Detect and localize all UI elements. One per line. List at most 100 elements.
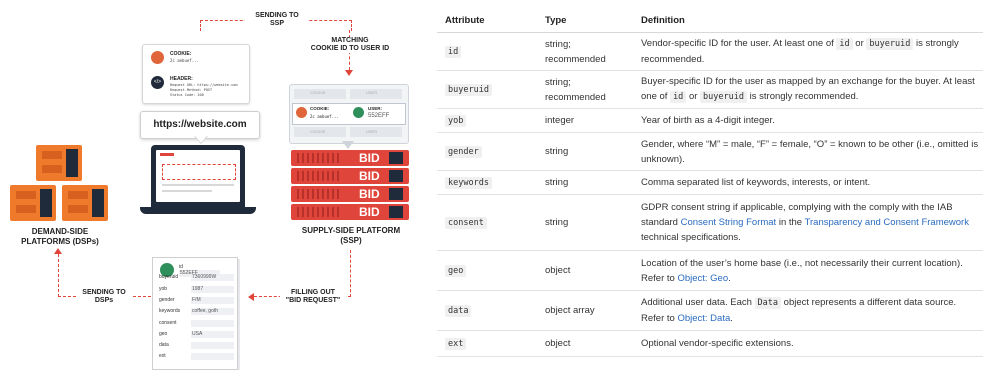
inline-code: id [836,38,853,50]
arrow-head-left [248,293,254,301]
bid-request-value: 7360999W [191,274,234,282]
cookie-icon [151,51,164,64]
dsp-servers [10,145,110,223]
cell-definition: Comma separated list of keywords, intere… [633,170,983,195]
cell-definition: Location of the user’s home base (i.e., … [633,250,983,291]
label-sending-to-ssp: SENDING TO SSP [245,12,309,28]
cell-type: string [537,170,633,195]
ssp-server-row: BID [291,186,409,202]
bid-request-value [191,342,234,350]
cell-definition: GDPR consent string if applicable, compl… [633,194,983,251]
bid-request-value [191,353,234,361]
definition-link[interactable]: Object: Geo [677,272,729,284]
ssp-server-row: BID [291,150,409,166]
bid-request-key: buyeruid [159,274,179,281]
table-header-row: Attribute Type Definition [437,8,983,33]
cell-attribute: keywords [437,170,537,195]
bid-label: BID [359,169,380,183]
cell-definition: Gender, where “M” = male, “F” = female, … [633,132,983,171]
cookie-value: 2c aebuef... [170,58,199,63]
cell-definition: Buyer-specific ID for the user as mapped… [633,70,983,109]
ssp-row-label: COOKIE [310,129,326,134]
ssp-database: COOKIE USER COOKIE: 2c aebuef... USER: 5… [289,84,409,144]
bid-request-value [191,319,234,327]
cell-definition: Additional user data. Each Data object r… [633,290,983,331]
server-icon [36,145,82,181]
bid-request-key: gender [159,296,175,303]
label-matching: MATCHING COOKIE ID TO USER ID [305,37,395,53]
cookie-icon [296,107,307,118]
bid-request-key: geo [159,330,168,337]
bid-request-value: F/M [191,296,234,304]
ssp-row-label: COOKIE [310,90,326,95]
cell-attribute: data [437,290,537,331]
label-filling-out: FILLING OUT "BID REQUEST" [280,289,346,305]
definition-link[interactable]: Consent String Format [680,217,777,228]
label-ssp: SUPPLY-SIDE PLATFORM (SSP) [301,226,401,245]
arrow-head-up [54,248,62,254]
server-icon [10,185,56,221]
user-icon [160,263,174,277]
ssp-server-row: BID [291,168,409,184]
cell-type: object [537,250,633,291]
ssp-server-row: BID [291,204,409,220]
bid-request-key: keywords [159,308,181,315]
cell-attribute: yob [437,108,537,133]
header-attribute: Attribute [437,8,537,33]
cell-definition: Optional vendor-specific extensions. [633,330,983,357]
cell-type: integer [537,108,633,133]
server-icon [62,185,108,221]
cell-attribute: consent [437,194,537,251]
bid-request-key: consent [159,319,177,326]
header-label: HEADER: [170,76,193,82]
bid-label: BID [359,187,380,201]
bid-request-value: 1987 [191,285,234,293]
cell-type: object array [537,290,633,331]
label-sending-to-dsps: SENDING TO DSPs [76,289,132,305]
bid-request-key: data [159,342,169,349]
request-card: COOKIE: 2c aebuef... </> HEADER: Request… [142,44,250,104]
header-line: Request URL: https://website.com [170,83,238,87]
cell-attribute: gender [437,132,537,171]
cell-attribute: geo [437,250,537,291]
header-definition: Definition [633,8,983,33]
cell-type: string [537,194,633,251]
cell-type: string; recommended [537,32,633,71]
user-icon [353,107,364,118]
header-line: Request Method: POST [170,88,213,92]
label-dsp: DEMAND-SIDE PLATFORMS (DSPs) [21,227,99,246]
laptop [140,145,256,215]
bid-request-key: ext [159,353,166,360]
header-type: Type [537,8,633,33]
inline-code: buyeruid [866,38,914,50]
ssp-user-label: USER: [368,106,383,111]
bid-request-key: id [179,264,183,270]
cell-attribute: ext [437,330,537,357]
inline-code: buyeruid [700,91,747,103]
definition-link[interactable]: Transparency and Consent Framework [804,217,969,228]
definition-link[interactable]: Object: Data [677,313,731,324]
code-icon: </> [151,76,164,89]
ssp-cookie-value: 2c aebuef... [310,114,339,119]
cookie-label: COOKIE: [170,51,192,57]
inline-code: Data [754,297,782,309]
cell-attribute: id [437,32,537,71]
ssp-cookie-label: COOKIE: [310,106,330,111]
bid-request-value: USA [191,330,234,338]
laptop-screen [151,145,245,207]
header-line: Status Code: 200 [170,93,204,97]
cell-type: string [537,132,633,171]
bid-request-value: coffee, goth [191,308,234,316]
inline-code: id [670,91,687,103]
cell-attribute: buyeruid [437,70,537,109]
